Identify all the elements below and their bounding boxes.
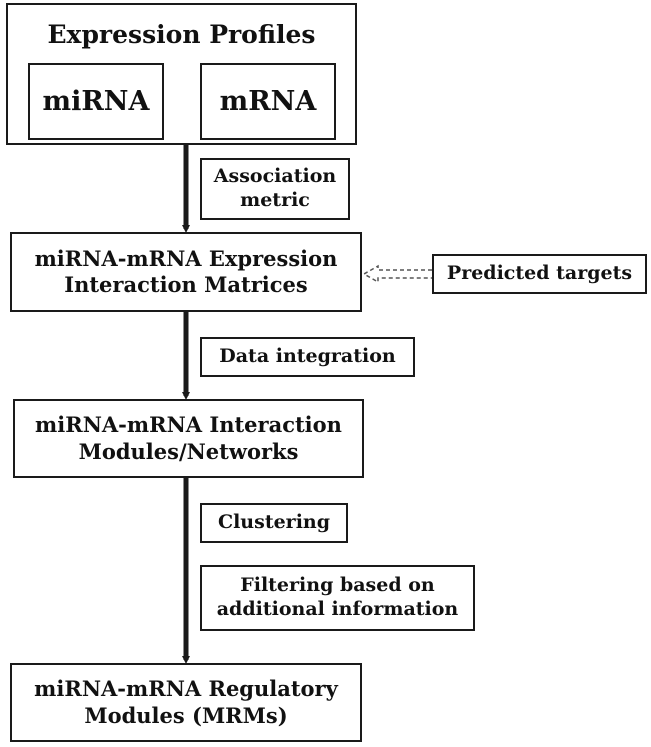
expression-profiles-box: Expression Profiles miRNA mRNA xyxy=(6,3,357,145)
mrna-box: mRNA xyxy=(200,63,336,140)
filtering-line-2: additional information xyxy=(216,598,459,620)
regulatory-modules-box: miRNA-mRNA Regulatory Modules (MRMs) xyxy=(10,663,362,742)
mirna-label: miRNA xyxy=(42,85,150,117)
association-metric-line-2: metric xyxy=(240,189,310,211)
dashed-arrow-predicted-to-matrices xyxy=(362,264,432,284)
interaction-networks-box: miRNA-mRNA Interaction Modules/Networks xyxy=(13,399,364,478)
filtering-box: Filtering based on additional informatio… xyxy=(200,565,475,631)
clustering-box: Clustering xyxy=(200,503,348,543)
predicted-targets-box: Predicted targets xyxy=(432,254,647,294)
interaction-networks-line-1: miRNA-mRNA Interaction xyxy=(35,412,342,438)
mrna-label: mRNA xyxy=(219,85,317,117)
predicted-targets-label: Predicted targets xyxy=(446,262,633,285)
association-metric-line-1: Association xyxy=(213,165,337,188)
regulatory-modules-line-2: Modules (MRMs) xyxy=(84,702,288,728)
data-integration-label: Data integration xyxy=(219,345,396,368)
interaction-networks-line-2: Modules/Networks xyxy=(78,438,299,464)
interaction-matrices-line-1: miRNA-mRNA Expression xyxy=(34,245,338,271)
mirna-box: miRNA xyxy=(28,63,164,140)
interaction-matrices-box: miRNA-mRNA Expression Interaction Matric… xyxy=(10,232,362,312)
regulatory-modules-line-1: miRNA-mRNA Regulatory xyxy=(34,676,338,702)
expression-profiles-title: Expression Profiles xyxy=(47,20,316,49)
filtering-line-1: Filtering based on xyxy=(240,574,435,597)
data-integration-box: Data integration xyxy=(200,337,415,377)
clustering-label: Clustering xyxy=(217,511,331,534)
interaction-matrices-line-2: Interaction Matrices xyxy=(64,272,308,297)
association-metric-box: Association metric xyxy=(200,158,350,220)
